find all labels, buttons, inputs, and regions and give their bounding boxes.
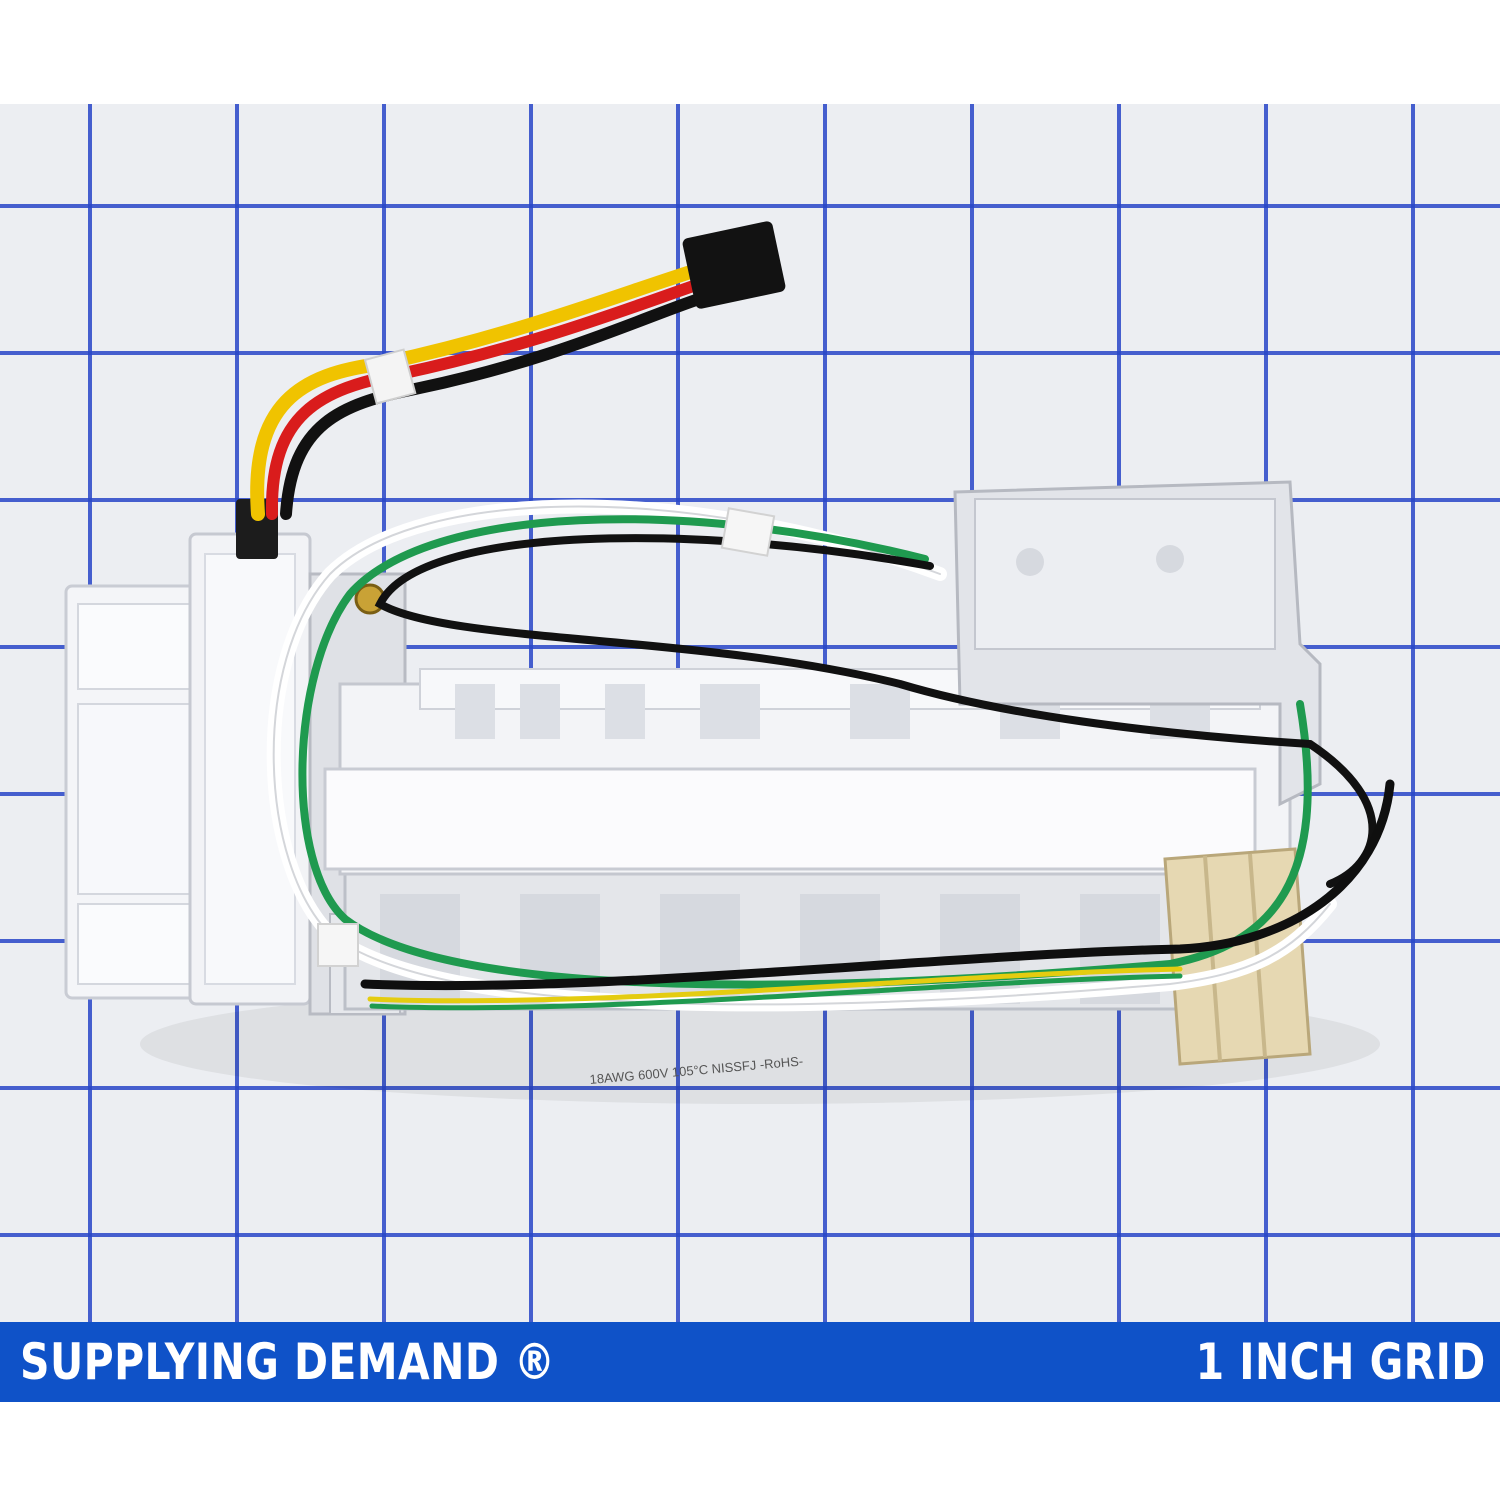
wire-harness-top bbox=[250, 262, 714, 521]
control-module-housing bbox=[64, 499, 312, 1006]
wire-tape-wrap-lower bbox=[317, 923, 359, 967]
ice-maker-photo: 18AWG 600V 105°C NISSFJ -RoHS- bbox=[64, 221, 1395, 1104]
fill-cup bbox=[953, 480, 1322, 807]
part-shadow bbox=[140, 984, 1380, 1104]
footer-banner: SUPPLYING DEMAND ® 1 INCH GRID bbox=[0, 1322, 1500, 1402]
wire-tape-wrap-loop bbox=[720, 507, 776, 557]
one-inch-grid-background: 18AWG 600V 105°C NISSFJ -RoHS- bbox=[0, 104, 1500, 1322]
harness-connector-plug bbox=[682, 221, 786, 309]
brand-name: SUPPLYING DEMAND ® bbox=[20, 1333, 556, 1391]
grid-scale-label: 1 INCH GRID bbox=[1195, 1333, 1486, 1391]
wire-loop bbox=[266, 499, 1395, 1012]
wire-tape-wrap bbox=[363, 348, 417, 405]
